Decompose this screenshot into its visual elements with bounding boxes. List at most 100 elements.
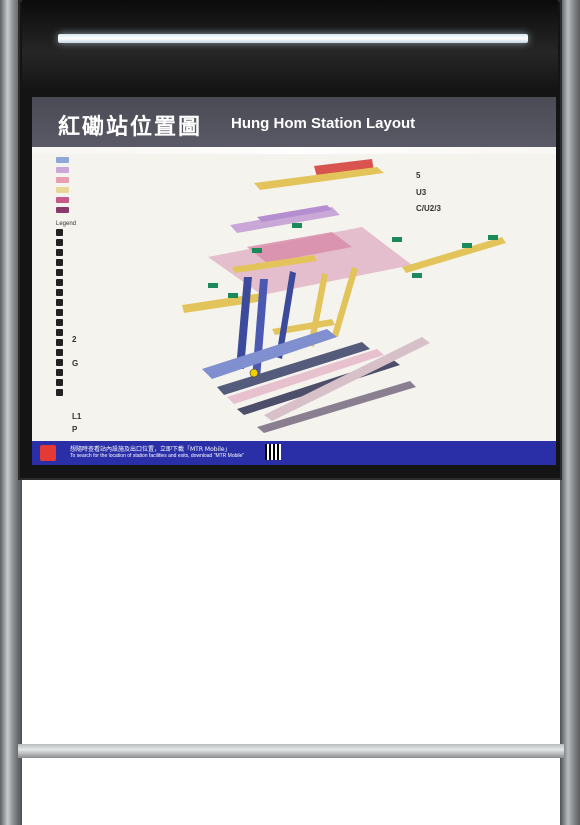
blank-panel-lower bbox=[22, 758, 560, 825]
facility-icon bbox=[56, 288, 63, 296]
legend-icon-item bbox=[56, 387, 206, 397]
legend-swatch bbox=[56, 167, 69, 173]
platform-lower bbox=[264, 337, 430, 421]
glass-reflection bbox=[32, 147, 556, 154]
stair-column-4 bbox=[308, 273, 328, 347]
legend-swatch bbox=[56, 207, 69, 213]
facility-icon bbox=[56, 278, 63, 286]
facility-icon bbox=[56, 328, 63, 336]
stair-column-5 bbox=[332, 267, 358, 337]
legend-zone-item bbox=[56, 195, 206, 205]
mezzanine-purple-2 bbox=[257, 205, 332, 222]
exit-tag-5 bbox=[208, 283, 218, 288]
facility-icon bbox=[56, 308, 63, 316]
legend-zone-item bbox=[56, 165, 206, 175]
facility-icon bbox=[56, 238, 63, 246]
legend-zones bbox=[56, 155, 206, 215]
facility-icon bbox=[56, 388, 63, 396]
level-code: P bbox=[72, 425, 78, 434]
legend-icon-item bbox=[56, 267, 206, 277]
legend-icon-item bbox=[56, 297, 206, 307]
upper-walkway bbox=[254, 167, 384, 190]
legend-swatch bbox=[56, 197, 69, 203]
level-code: L1 bbox=[72, 412, 82, 421]
facility-icon bbox=[56, 358, 63, 366]
bottom-rail bbox=[18, 744, 564, 758]
stand-post-right bbox=[560, 0, 580, 825]
legend-icon-item bbox=[56, 367, 206, 377]
facility-icon bbox=[56, 338, 63, 346]
concourse-pink bbox=[247, 232, 352, 263]
facility-icon bbox=[56, 298, 63, 306]
poster-header: 紅磡站位置圖 Hung Hom Station Layout bbox=[32, 97, 556, 147]
platform-track-2 bbox=[227, 349, 384, 404]
facility-icon bbox=[56, 318, 63, 326]
exit-tag-4 bbox=[488, 235, 498, 240]
legend-icon-item bbox=[56, 257, 206, 267]
facility-icon bbox=[56, 248, 63, 256]
legend-icon-item bbox=[56, 317, 206, 327]
platform-track-1 bbox=[217, 342, 370, 395]
level-code: G bbox=[72, 359, 79, 368]
footer-text-en: To search for the location of station fa… bbox=[70, 453, 245, 459]
poster-title-en: Hung Hom Station Layout bbox=[231, 115, 416, 132]
level-code: C/U2/3 bbox=[416, 204, 441, 213]
facility-icon bbox=[56, 258, 63, 266]
legend-icon-item bbox=[56, 337, 206, 347]
legend-zone-item bbox=[56, 185, 206, 195]
legend-icon-item bbox=[56, 327, 206, 337]
legend-icon-item bbox=[56, 247, 206, 257]
level-code: 5 bbox=[416, 171, 421, 180]
legend-zone-item bbox=[56, 175, 206, 185]
exit-tag-2 bbox=[392, 237, 402, 242]
legend-swatch bbox=[56, 177, 69, 183]
cabinet-top bbox=[22, 0, 558, 88]
legend-zone-item bbox=[56, 205, 206, 215]
level-code: 2 bbox=[72, 335, 77, 344]
legend-icon-item bbox=[56, 357, 206, 367]
facility-icon bbox=[56, 348, 63, 356]
facility-icon bbox=[56, 268, 63, 276]
poster-footer: 想隨時查看站內設施及出口位置，立即下載「MTR Mobile」 To searc… bbox=[32, 441, 556, 465]
legend-swatch bbox=[56, 187, 69, 193]
facility-icon bbox=[56, 228, 63, 236]
mtr-mobile-logo bbox=[40, 445, 56, 461]
stand-post-left bbox=[0, 0, 22, 825]
exit-tag-8 bbox=[228, 293, 238, 298]
legend-icon-item bbox=[56, 227, 206, 237]
facility-icon bbox=[56, 368, 63, 376]
platform-bottom bbox=[257, 381, 416, 433]
legend: Legend bbox=[56, 155, 206, 397]
legend-zone-item bbox=[56, 155, 206, 165]
footer-text-zh: 想隨時查看站內設施及出口位置，立即下載「MTR Mobile」 bbox=[70, 446, 231, 453]
legend-icon-item bbox=[56, 277, 206, 287]
stair-column-3 bbox=[276, 271, 296, 359]
legend-icons bbox=[56, 227, 206, 397]
you-are-here-marker bbox=[249, 368, 259, 378]
level-code: U3 bbox=[416, 188, 427, 197]
exit-tag-3 bbox=[462, 243, 472, 248]
legend-icon-item bbox=[56, 377, 206, 387]
legend-icon-item bbox=[56, 287, 206, 297]
exit-tag-1 bbox=[252, 248, 262, 253]
light-strip bbox=[58, 34, 528, 43]
legend-icon-item bbox=[56, 307, 206, 317]
exit-tag-6 bbox=[292, 223, 302, 228]
station-3d-map bbox=[182, 159, 506, 433]
blank-panel bbox=[22, 482, 560, 744]
poster-title-zh: 紅磡站位置圖 bbox=[58, 115, 203, 140]
walkway-right bbox=[402, 237, 506, 273]
legend-icon-item bbox=[56, 237, 206, 247]
walkway-mid bbox=[232, 255, 317, 273]
walkway-left bbox=[182, 293, 264, 313]
facility-icon bbox=[56, 378, 63, 386]
legend-heading: Legend bbox=[56, 221, 77, 227]
stair-column-1 bbox=[236, 277, 252, 369]
platform-upper bbox=[202, 329, 337, 379]
walkway-lower bbox=[272, 319, 335, 335]
exit-tag-7 bbox=[412, 273, 422, 278]
legend-swatch bbox=[56, 157, 69, 163]
legend-icon-item bbox=[56, 347, 206, 357]
